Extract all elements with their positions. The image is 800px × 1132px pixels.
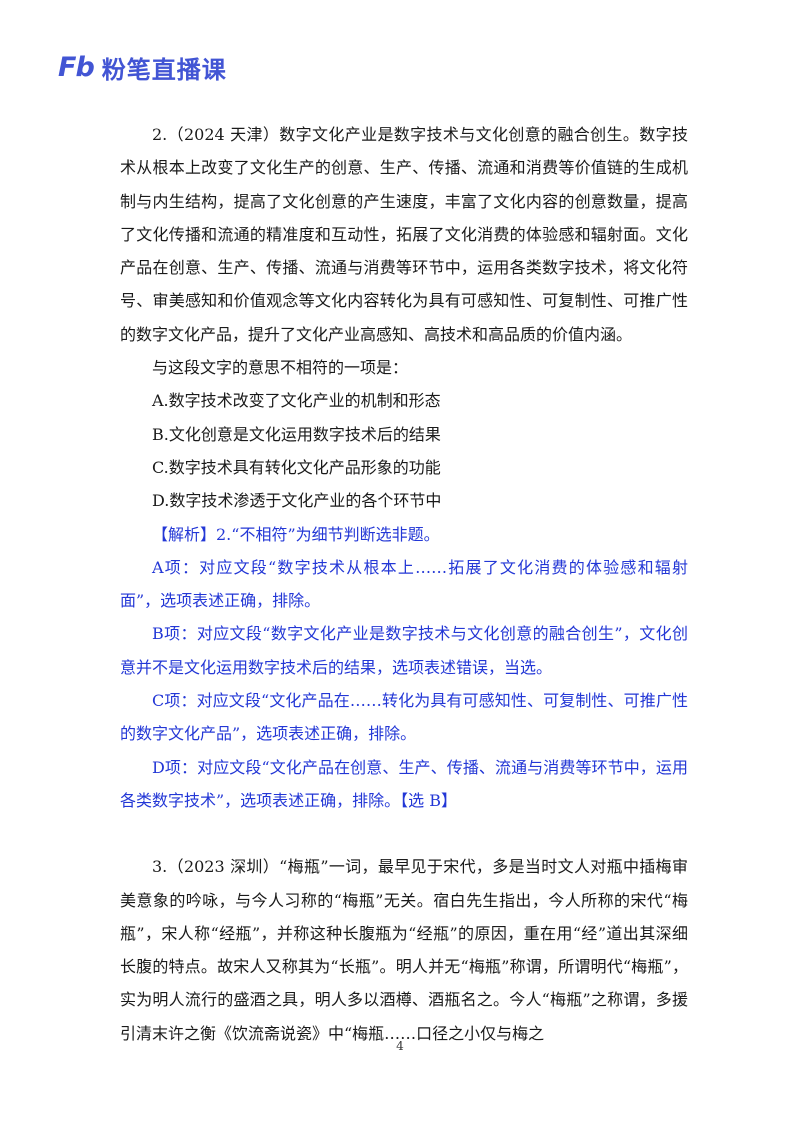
option-c: C.数字技术具有转化文化产品形象的功能 [152,457,441,477]
brand-logo: Fb 粉笔直播课 [58,50,227,84]
analysis-d: D项：对应文段“文化产品在创意、生产、传播、流通与消费等环节中，运用各类数字技术… [120,757,688,810]
analysis-a: A项：对应文段“数字技术从根本上……拓展了文化消费的体验感和辐射面”，选项表述正… [120,557,688,611]
question-3-stem: 3.（2023 深圳）“梅瓶”一词，最早见于宋代，多是当时文人对瓶中插梅审美意象… [120,857,688,1043]
page-number: 4 [396,1039,404,1053]
section-spacer [120,817,688,850]
option-a: A.数字技术改变了文化产业的机制和形态 [152,391,441,411]
fb-logo-icon: Fb [58,51,95,83]
analysis-c: C项：对应文段“文化产品在……转化为具有可感知性、可复制性、可推广性的数字文化产… [120,691,688,744]
option-b: B.文化创意是文化运用数字技术后的结果 [152,424,441,444]
option-d: D.数字技术渗透于文化产业的各个环节中 [152,491,442,511]
brand-name: 粉笔直播课 [101,55,227,84]
document-body: 2.（2024 天津）数字文化产业是数字技术与文化创意的融合创生。数字技术从根本… [120,118,688,1050]
question-2-stem: 2.（2024 天津）数字文化产业是数字技术与文化创意的融合创生。数字技术从根本… [120,125,688,344]
question-2-prompt: 与这段文字的意思不相符的一项是： [152,358,409,378]
analysis-title: 【解析】2.“不相符”为细节判断选非题。 [152,524,440,544]
analysis-b: B项：对应文段“数字文化产业是数字技术与文化创意的融合创生”，文化创意并不是文化… [120,624,688,677]
